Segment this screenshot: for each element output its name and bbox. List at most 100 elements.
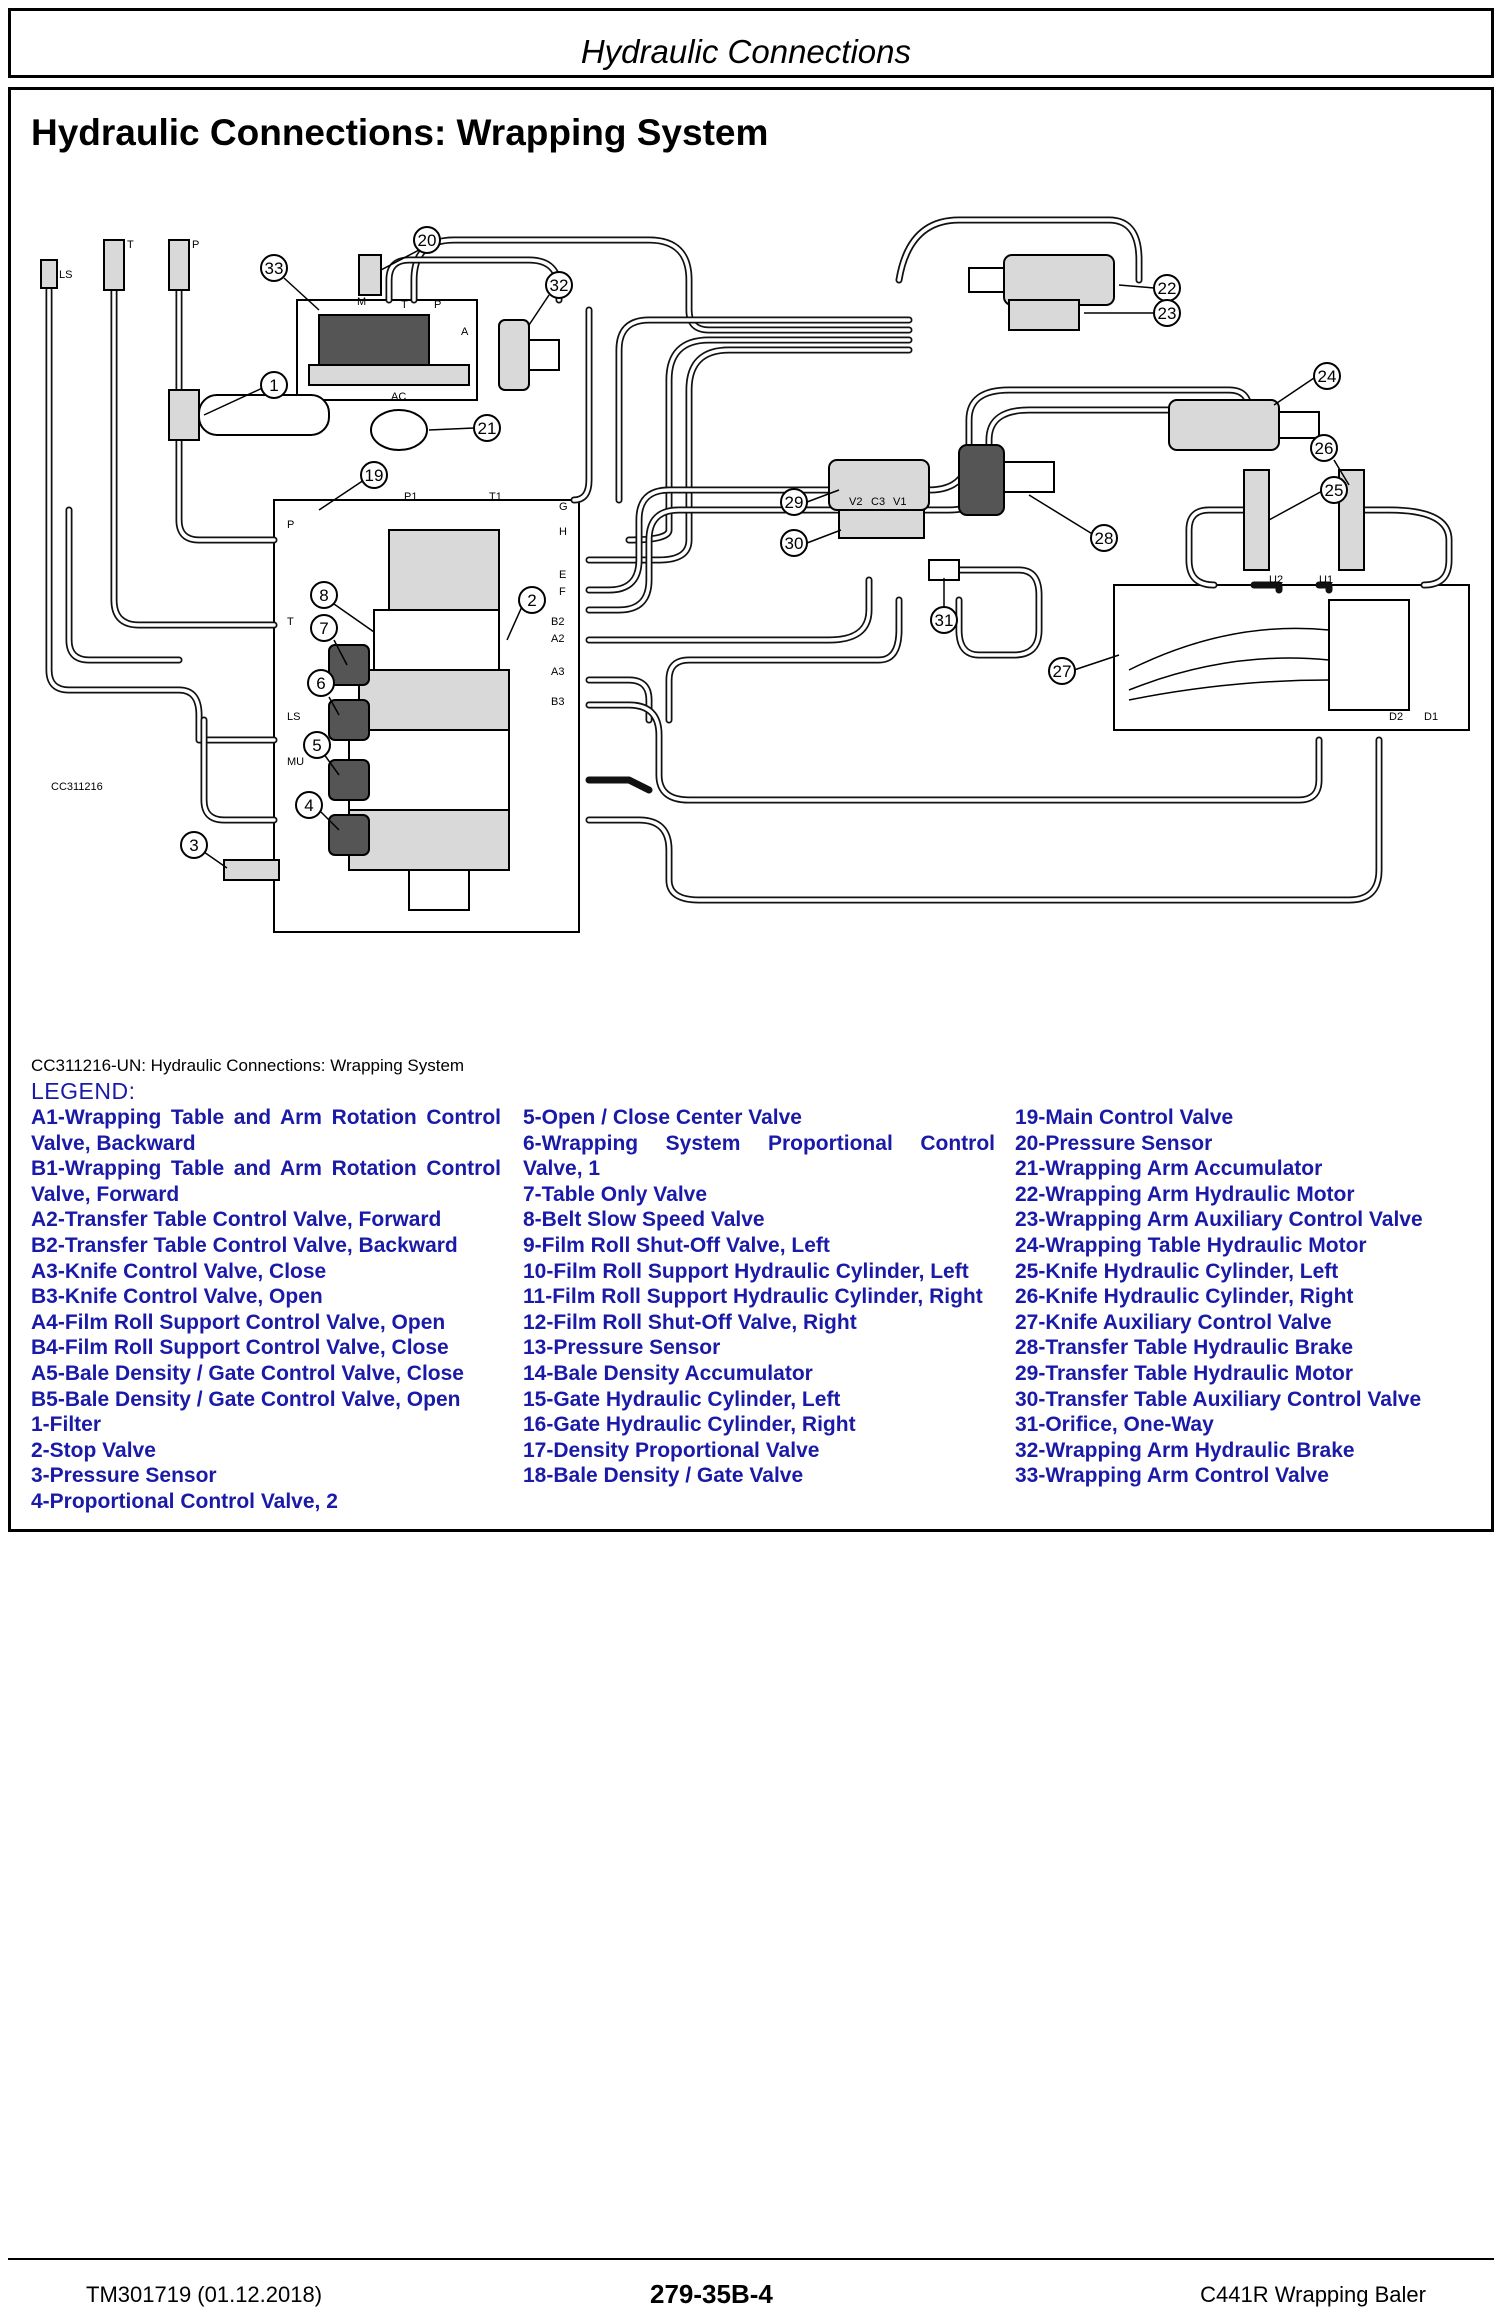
port-label: G bbox=[559, 501, 568, 513]
wrapping-arm-aux-valve bbox=[1008, 299, 1080, 331]
legend-item: 30-Transfer Table Auxiliary Control Valv… bbox=[1015, 1387, 1422, 1411]
legend-item: A2-Transfer Table Control Valve, Forward bbox=[31, 1208, 442, 1232]
legend-item: 7-Table Only Valve bbox=[523, 1182, 708, 1206]
port-label: T1 bbox=[489, 491, 502, 503]
callout-2 bbox=[518, 586, 546, 614]
legend-item: 17-Density Proportional Valve bbox=[523, 1438, 820, 1462]
callout-1-label: 1 bbox=[269, 376, 278, 395]
port-label: V2 bbox=[849, 496, 862, 508]
legend-heading: LEGEND: bbox=[31, 1078, 136, 1104]
legend-item: A5-Bale Density / Gate Control Valve, Cl… bbox=[31, 1361, 464, 1385]
callout-30 bbox=[780, 529, 808, 557]
valve-section-3 bbox=[348, 729, 510, 811]
legend-item: 29-Transfer Table Hydraulic Motor bbox=[1015, 1361, 1354, 1385]
port-label: T bbox=[127, 239, 134, 251]
wrapping-table-motor-shaft bbox=[1278, 411, 1320, 439]
hydraulic-diagram: .hose { fill: none; stroke: #111; stroke… bbox=[29, 200, 1489, 1160]
callout-27-label: 27 bbox=[1053, 662, 1072, 681]
footer-page-number: 279-35B-4 bbox=[650, 2279, 773, 2309]
callout-25-label: 25 bbox=[1325, 481, 1344, 500]
callout-31 bbox=[930, 606, 958, 634]
port-label: P1 bbox=[404, 491, 417, 503]
valve-section-1 bbox=[373, 609, 500, 671]
legend-item: 21-Wrapping Arm Accumulator bbox=[1015, 1157, 1323, 1181]
callout-23 bbox=[1153, 299, 1181, 327]
solenoid-8 bbox=[328, 644, 370, 686]
footer-rule bbox=[8, 2258, 1494, 2260]
legend-item: 24-Wrapping Table Hydraulic Motor bbox=[1015, 1233, 1367, 1257]
figure-caption: CC311216-UN: Hydraulic Connections: Wrap… bbox=[31, 1056, 465, 1075]
solenoid-4 bbox=[328, 814, 370, 856]
legend-item: 11-Film Roll Support Hydraulic Cylinder,… bbox=[523, 1285, 983, 1309]
legend-item: 6-Wrapping System Proportional Control V… bbox=[523, 1131, 995, 1181]
callout-20 bbox=[413, 226, 441, 254]
port-label: P bbox=[434, 299, 441, 311]
t-fitting bbox=[103, 239, 125, 291]
port-label: LS bbox=[287, 711, 300, 723]
callout-3 bbox=[180, 831, 208, 859]
port-label: M bbox=[357, 296, 366, 308]
legend-item: 16-Gate Hydraulic Cylinder, Right bbox=[523, 1413, 856, 1437]
callout-3-label: 3 bbox=[189, 836, 198, 855]
port-label: LS bbox=[59, 269, 72, 281]
legend-item: 32-Wrapping Arm Hydraulic Brake bbox=[1015, 1438, 1355, 1462]
callout-29-label: 29 bbox=[785, 493, 804, 512]
callout-5 bbox=[303, 731, 331, 759]
legend-item: 2-Stop Valve bbox=[31, 1438, 156, 1462]
callout-32 bbox=[545, 271, 573, 299]
port-label: P bbox=[192, 239, 199, 251]
legend-item: 14-Bale Density Accumulator bbox=[523, 1361, 813, 1385]
legend-column-1: A1-Wrapping Table and Arm Rotation Contr… bbox=[31, 1105, 501, 1515]
legend-item: 10-Film Roll Support Hydraulic Cylinder,… bbox=[523, 1259, 969, 1283]
callout-4 bbox=[295, 791, 323, 819]
legend-item: 8-Belt Slow Speed Valve bbox=[523, 1208, 765, 1232]
legend-item: 5-Open / Close Center Valve bbox=[523, 1106, 802, 1129]
content-frame: Hydraulic Connections: Wrapping System .… bbox=[8, 87, 1494, 1532]
callout-21 bbox=[473, 414, 501, 442]
callout-8-label: 8 bbox=[319, 586, 328, 605]
wrapping-arm-brake-body bbox=[498, 319, 530, 391]
port-label: D2 bbox=[1389, 711, 1403, 723]
components bbox=[40, 239, 1410, 911]
wrapping-arm-accumulator bbox=[370, 409, 428, 451]
legend-item: 13-Pressure Sensor bbox=[523, 1336, 721, 1360]
transfer-table-brake bbox=[958, 444, 1005, 516]
port-label: C3 bbox=[871, 496, 885, 508]
legend-item: 28-Transfer Table Hydraulic Brake bbox=[1015, 1336, 1354, 1360]
legend-item: A4-Film Roll Support Control Valve, Open bbox=[31, 1310, 446, 1334]
callout-5-label: 5 bbox=[312, 736, 321, 755]
transfer-table-aux-valve bbox=[838, 509, 925, 539]
legend-item: A3-Knife Control Valve, Close bbox=[31, 1259, 327, 1283]
legend-item: 19-Main Control Valve bbox=[1015, 1106, 1234, 1129]
legend-column-3: 19-Main Control Valve 20-Pressure Sensor… bbox=[1015, 1105, 1485, 1489]
callout-8 bbox=[310, 581, 338, 609]
footer-model: C441R Wrapping Baler bbox=[1200, 2282, 1426, 2307]
port-label: H bbox=[559, 526, 567, 538]
callout-6 bbox=[307, 669, 335, 697]
transfer-table-brake-shaft bbox=[1003, 461, 1055, 493]
callout-19 bbox=[360, 461, 388, 489]
callout-26 bbox=[1310, 434, 1338, 462]
callout-27 bbox=[1048, 657, 1076, 685]
legend-item: 12-Film Roll Shut-Off Valve, Right bbox=[523, 1310, 857, 1334]
port-labels: LS T P M T P A AC P1 T1 G H E F B2 A2 A3… bbox=[59, 239, 1438, 768]
callout-33-label: 33 bbox=[265, 259, 284, 278]
wrapping-table-motor bbox=[1168, 399, 1280, 451]
solenoid-6 bbox=[328, 699, 370, 741]
section-title: Hydraulic Connections: Wrapping System bbox=[31, 112, 769, 153]
wrapping-arm-brake-cap bbox=[528, 339, 560, 371]
p-fitting bbox=[168, 239, 190, 291]
callout-28 bbox=[1090, 524, 1118, 552]
port-label: T bbox=[287, 616, 294, 628]
footer-doc-id: TM301719 (01.12.2018) bbox=[86, 2282, 323, 2307]
valve-section-2 bbox=[358, 669, 510, 731]
legend-item: B4-Film Roll Support Control Valve, Clos… bbox=[31, 1336, 449, 1360]
callout-30-label: 30 bbox=[785, 534, 804, 553]
header-title: Hydraulic Connections bbox=[580, 33, 911, 70]
callout-33 bbox=[260, 254, 288, 282]
port-label: F bbox=[559, 586, 566, 598]
hoses bbox=[45, 216, 1453, 904]
one-way-orifice bbox=[928, 559, 960, 581]
legend-item: 33-Wrapping Arm Control Valve bbox=[1015, 1464, 1329, 1488]
pressure-sensor-20 bbox=[358, 254, 382, 296]
